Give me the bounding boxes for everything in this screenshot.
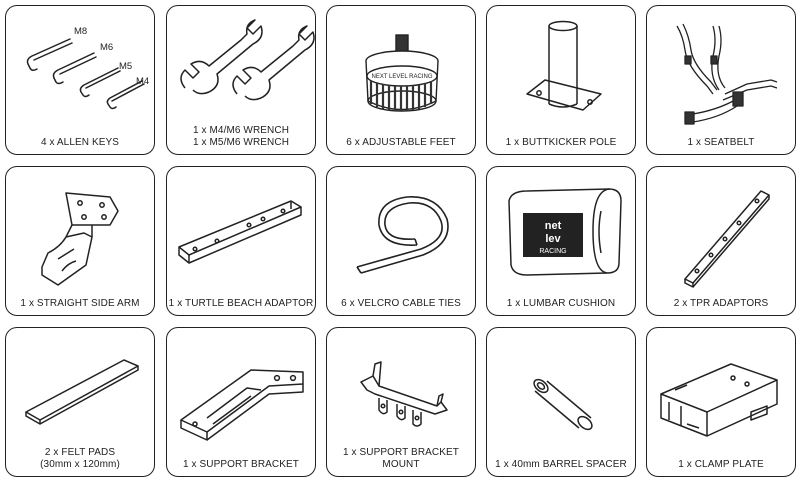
part-card-adjustable-feet: NEXT LEVEL RACING 6 x ADJUSTABLE FEET <box>326 5 476 155</box>
part-card-barrel-spacer: 1 x 40mm BARREL SPACER <box>486 327 636 477</box>
feet-brand-label: NEXT LEVEL RACING <box>371 74 432 80</box>
part-card-buttkicker-pole: 1 x BUTTKICKER POLE <box>486 5 636 155</box>
allen-keys-icon: M8 M6 M5 M4 <box>26 26 149 110</box>
support-bracket-icon <box>180 369 304 441</box>
part-caption: 6 x VELCRO CABLE TIES <box>341 297 461 309</box>
lumbar-cushion-icon: net lev RACING <box>508 188 622 276</box>
size-label-m5: M5 <box>119 61 132 72</box>
bracket-mount-icon <box>360 361 448 427</box>
adjustable-foot-icon: NEXT LEVEL RACING <box>365 34 439 112</box>
cushion-logo-line2: lev <box>545 233 561 245</box>
part-card-clamp-plate: 1 x CLAMP PLATE <box>646 327 796 477</box>
part-card-straight-side-arm: 1 x STRAIGHT SIDE ARM <box>5 166 155 316</box>
part-caption: 1 x SUPPORT BRACKET MOUNT <box>342 447 459 470</box>
tpr-adaptor-icon <box>684 190 770 288</box>
felt-pad-icon <box>25 359 139 425</box>
part-card-wrenches: 1 x M4/M6 WRENCH 1 x M5/M6 WRENCH <box>166 5 316 155</box>
part-card-support-bracket-mount: 1 x SUPPORT BRACKET MOUNT <box>326 327 476 477</box>
clamp-plate-icon <box>660 363 778 437</box>
part-card-allen-keys: M8 M6 M5 M4 4 x ALLEN KEYS <box>5 5 155 155</box>
cushion-logo-line3: RACING <box>539 248 566 255</box>
part-caption: 1 x SEATBELT <box>687 136 755 148</box>
part-caption: 1 x STRAIGHT SIDE ARM <box>20 297 140 309</box>
part-card-lumbar-cushion: net lev RACING 1 x LUMBAR CUSHION <box>486 166 636 316</box>
part-card-felt-pads: 2 x FELT PADS (30mm x 120mm) <box>5 327 155 477</box>
part-caption: 1 x TURTLE BEACH ADAPTOR <box>168 297 314 309</box>
turtle-beach-adaptor-icon <box>178 200 302 264</box>
part-card-turtle-beach-adaptor: 1 x TURTLE BEACH ADAPTOR <box>166 166 316 316</box>
part-card-seatbelt: 1 x SEATBELT <box>646 5 796 155</box>
side-arm-icon <box>41 192 119 286</box>
size-label-m8: M8 <box>74 26 87 37</box>
part-card-support-bracket: 1 x SUPPORT BRACKET <box>166 327 316 477</box>
cushion-logo-line1: net <box>545 220 562 232</box>
part-caption: 2 x TPR ADAPTORS <box>673 297 769 309</box>
part-caption: 6 x ADJUSTABLE FEET <box>346 136 456 148</box>
part-caption: 1 x 40mm BARREL SPACER <box>495 458 627 470</box>
cable-tie-icon <box>356 196 449 274</box>
part-caption: 1 x M4/M6 WRENCH 1 x M5/M6 WRENCH <box>192 125 290 148</box>
barrel-spacer-icon <box>533 378 593 431</box>
buttkicker-pole-icon <box>526 20 602 111</box>
part-caption: 2 x FELT PADS (30mm x 120mm) <box>40 447 120 470</box>
part-card-tpr-adaptors: 2 x TPR ADAPTORS <box>646 166 796 316</box>
seatbelt-icon <box>676 23 778 125</box>
part-caption: 1 x LUMBAR CUSHION <box>506 297 616 309</box>
wrench-icon <box>180 19 315 101</box>
size-label-m6: M6 <box>100 42 113 53</box>
part-caption: 1 x CLAMP PLATE <box>678 458 764 470</box>
part-caption: 4 x ALLEN KEYS <box>40 136 120 148</box>
part-caption: 1 x BUTTKICKER POLE <box>505 136 617 148</box>
part-caption: 1 x SUPPORT BRACKET <box>182 458 299 470</box>
part-card-velcro-cable-ties: 6 x VELCRO CABLE TIES <box>326 166 476 316</box>
size-label-m4: M4 <box>136 76 149 87</box>
